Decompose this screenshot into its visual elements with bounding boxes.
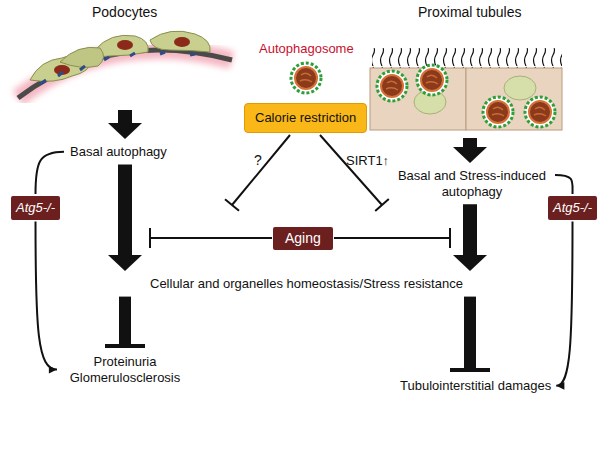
node-text: Calorie restriction xyxy=(255,110,356,126)
connector xyxy=(108,165,142,271)
outcome-text: Cellular and organelles homeostasis/Stre… xyxy=(148,275,465,293)
node-text: Basal autophagy xyxy=(70,144,167,160)
connector xyxy=(453,204,487,271)
connector xyxy=(108,110,142,139)
regulation-label: ? xyxy=(254,152,262,168)
icon-label: Autophagosome xyxy=(259,41,354,56)
cell-title: Proximal tubules xyxy=(416,3,524,22)
podocyte-illustration xyxy=(18,31,232,98)
node-text: Aging xyxy=(285,230,321,247)
node-text: Proteinuria Glomerulosclerosis xyxy=(62,354,188,385)
outcome-text: Proteinuria Glomerulosclerosis xyxy=(60,353,190,386)
connector xyxy=(36,152,64,194)
knockout-box: Atg5-/- xyxy=(11,196,60,220)
connector xyxy=(555,175,573,194)
connector xyxy=(453,138,487,163)
node-text: Atg5-/- xyxy=(16,200,55,216)
inhibition-line xyxy=(150,135,450,248)
node-text: Podocytes xyxy=(92,4,157,21)
knockout-box: Atg5-/- xyxy=(548,196,597,220)
node-text: Atg5-/- xyxy=(553,200,592,216)
regulation-label: SIRT1↑ xyxy=(346,153,389,168)
node-text: Proximal tubules xyxy=(418,4,522,21)
connector xyxy=(556,222,572,390)
connector xyxy=(450,297,490,372)
node-text: Basal and Stress-induced autophagy xyxy=(394,168,550,199)
tubule-illustration xyxy=(370,48,562,130)
process-text: Basal autophagy xyxy=(68,143,169,161)
autophagosome-icon xyxy=(291,63,321,93)
factor-box: Aging xyxy=(273,227,333,250)
process-text: Basal and Stress-induced autophagy xyxy=(392,167,552,200)
cell-title: Podocytes xyxy=(90,3,159,22)
node-text: Tubulointerstitial damages xyxy=(400,378,551,394)
factor-box: Calorie restriction xyxy=(244,103,367,133)
connector xyxy=(105,297,145,348)
outcome-text: Tubulointerstitial damages xyxy=(398,377,553,395)
connector xyxy=(36,222,57,374)
node-text: Cellular and organelles homeostasis/Stre… xyxy=(150,276,463,292)
